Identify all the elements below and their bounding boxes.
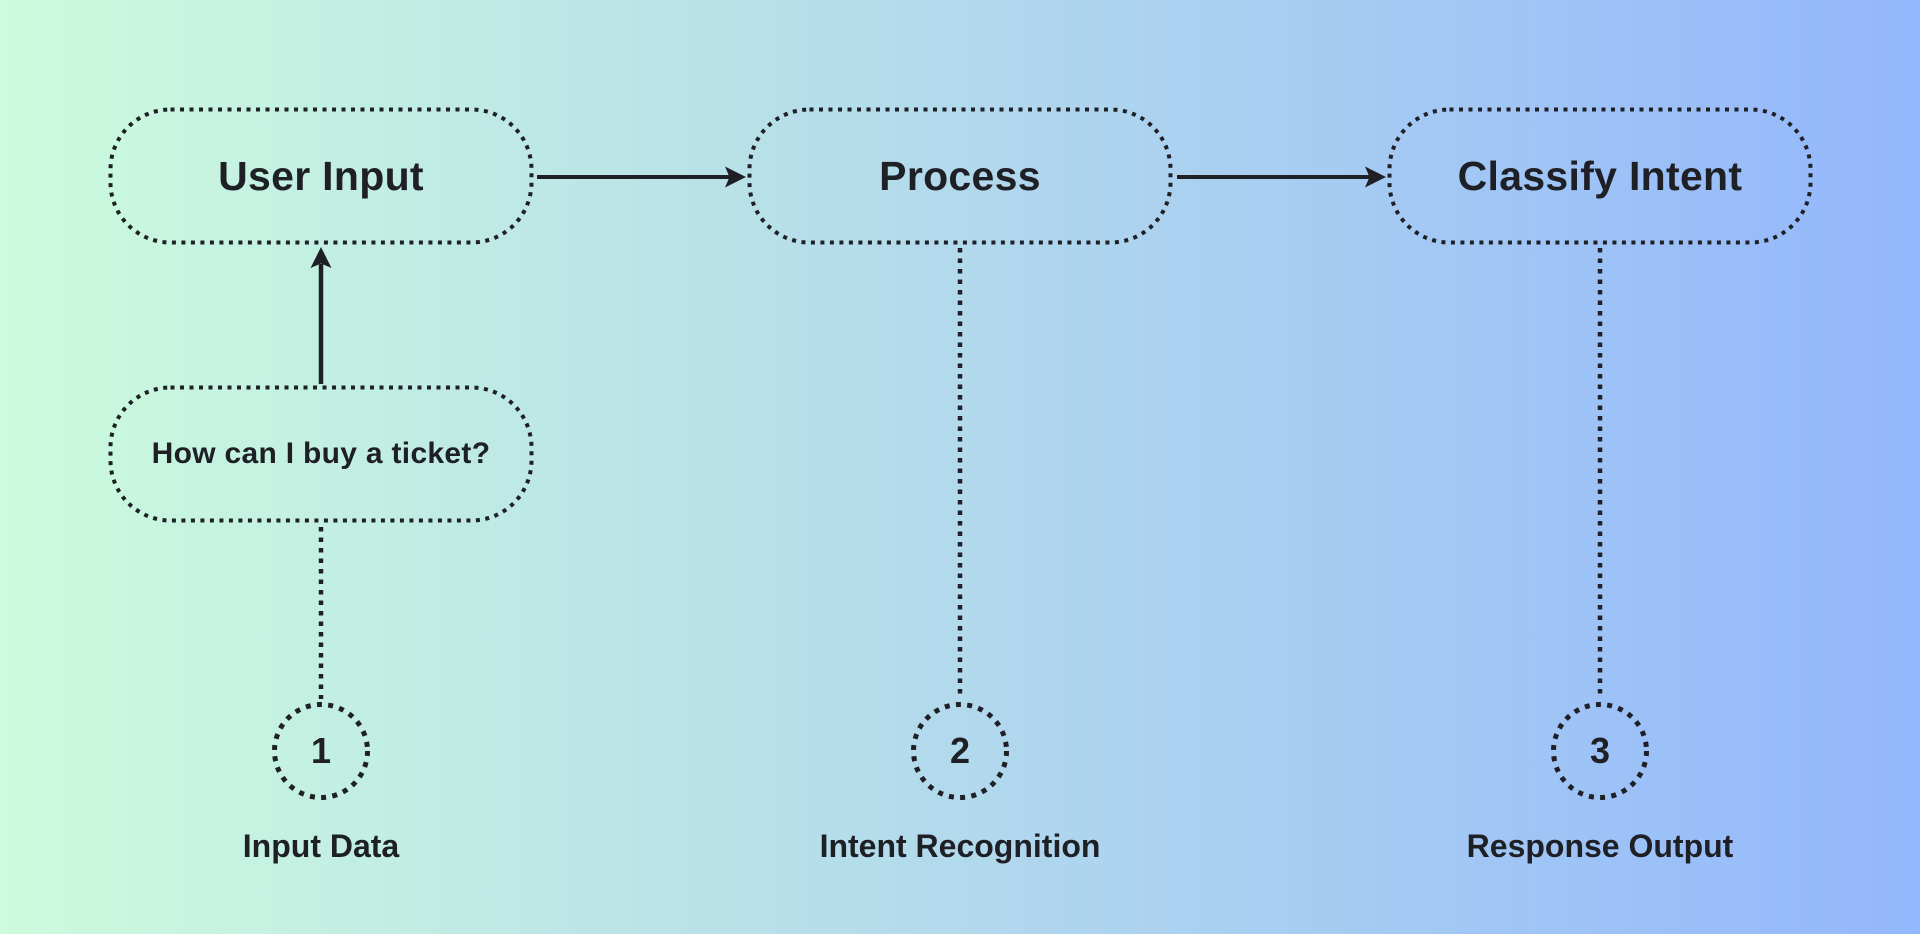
node-example-question: How can I buy a ticket? [108, 385, 534, 523]
node-example-question-label: How can I buy a ticket? [151, 437, 491, 470]
dashed-border [1387, 107, 1813, 245]
step-label-intent-recognition: Intent Recognition [819, 828, 1101, 864]
dashed-circle [911, 702, 1009, 800]
dashed-border [108, 107, 534, 245]
arrow-process-to-classify-intent [1177, 166, 1386, 188]
step-number-1: 1 [310, 730, 332, 771]
node-process: Process [747, 107, 1173, 245]
dashed-circle [1551, 702, 1649, 800]
step-number-2: 2 [949, 730, 971, 771]
step-circle-2: 2 [911, 702, 1009, 800]
arrow-question-to-user-input [310, 247, 332, 384]
node-user-input-label: User Input [218, 152, 424, 199]
step-label-input-data: Input Data [242, 828, 400, 864]
dashed-border [108, 385, 534, 523]
arrow-user-input-to-process [537, 166, 746, 188]
step-number-3: 3 [1589, 730, 1611, 771]
step-label-response-output: Response Output [1466, 828, 1734, 864]
node-classify-intent-label: Classify Intent [1457, 152, 1743, 199]
step-circle-1: 1 [272, 702, 370, 800]
dashed-circle [272, 702, 370, 800]
node-classify-intent: Classify Intent [1387, 107, 1813, 245]
dashed-border [747, 107, 1173, 245]
step-circle-3: 3 [1551, 702, 1649, 800]
node-user-input: User Input [108, 107, 534, 245]
node-process-label: Process [879, 152, 1041, 199]
